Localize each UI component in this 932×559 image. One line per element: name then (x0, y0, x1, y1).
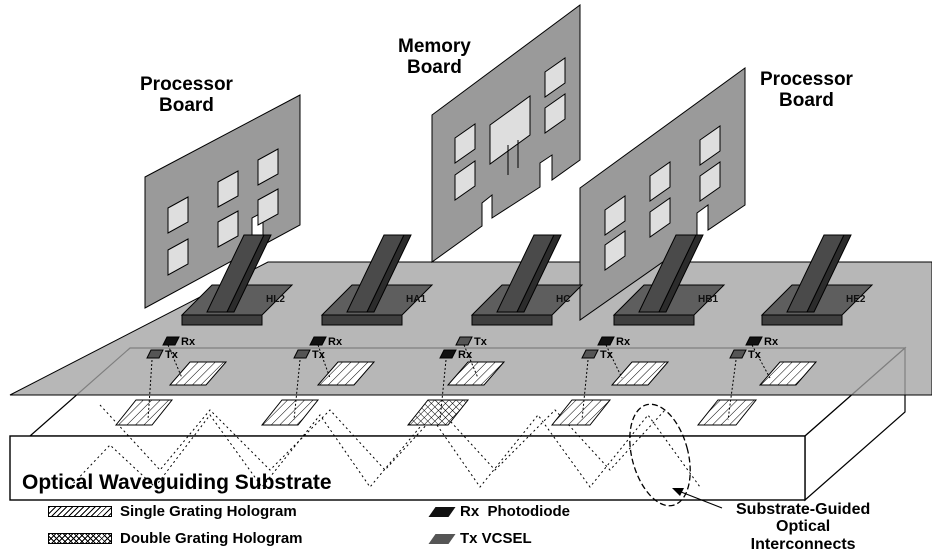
node-bottom-label: Tx (312, 349, 326, 361)
node-bottom-label: Rx (458, 349, 473, 361)
connector-code-label: HL2 (266, 294, 285, 305)
processor-board-right-label: Processor Board (760, 70, 853, 111)
connector-code-label: HE2 (846, 294, 866, 305)
processor-board-right-label-line2: Board (760, 91, 853, 112)
legend-rx-label: Rx Photodiode (460, 503, 570, 520)
legend-tx: Tx VCSEL (432, 530, 532, 547)
callout-line2: Optical (736, 518, 870, 535)
vcsel-icon (428, 534, 455, 544)
connector-code-label: HC (556, 294, 570, 305)
single-grating-swatch-icon (48, 506, 112, 517)
double-grating-swatch-icon (48, 533, 112, 544)
connector-front (614, 315, 694, 325)
connector-front (182, 315, 262, 325)
node-top-label: Rx (764, 336, 779, 348)
processor-board-left-label-line2: Board (140, 96, 233, 117)
node-bottom-label: Tx (748, 349, 762, 361)
interconnects-callout-label: Substrate-Guided Optical Interconnects (736, 501, 870, 553)
legend-single-grating-label: Single Grating Hologram (120, 503, 297, 520)
callout-line3: Interconnects (736, 536, 870, 553)
node-top-label: Tx (474, 336, 488, 348)
node-bottom-label: Tx (600, 349, 614, 361)
connector-front (472, 315, 552, 325)
legend-double-grating: Double Grating Hologram (48, 530, 303, 547)
connector-code-label: HB1 (698, 294, 718, 305)
processor-board-right-label-line1: Processor (760, 70, 853, 91)
processor-board-left-label: Processor Board (140, 75, 233, 116)
node-top-label: Rx (181, 336, 196, 348)
connector-front (762, 315, 842, 325)
legend-single-grating: Single Grating Hologram (48, 503, 297, 520)
connector-front (322, 315, 402, 325)
legend-double-grating-label: Double Grating Hologram (120, 530, 303, 547)
callout-line1: Substrate-Guided (736, 501, 870, 518)
processor-board-left-label-line1: Processor (140, 75, 233, 96)
legend-tx-label: Tx VCSEL (460, 530, 532, 547)
photodiode-icon (428, 507, 455, 517)
memory-board-label: Memory Board (398, 37, 471, 78)
memory-board-label-line2: Board (398, 58, 471, 79)
node-bottom-label: Tx (165, 349, 179, 361)
legend-rx: Rx Photodiode (432, 503, 570, 520)
node-top-label: Rx (328, 336, 343, 348)
node-top-label: Rx (616, 336, 631, 348)
substrate-label: Optical Waveguiding Substrate (22, 472, 332, 495)
memory-board-label-line1: Memory (398, 37, 471, 58)
connector-code-label: HA1 (406, 294, 426, 305)
